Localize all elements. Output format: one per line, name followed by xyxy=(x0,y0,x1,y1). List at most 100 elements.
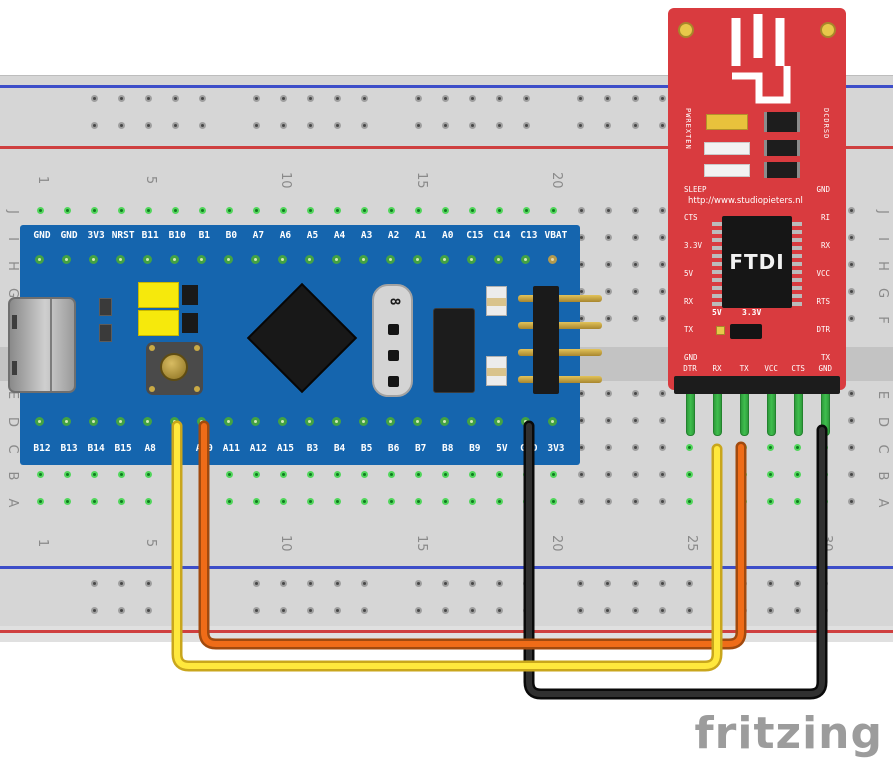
ftdi-pin-label-right: DTR xyxy=(816,325,830,334)
breadboard-hole xyxy=(442,497,450,505)
ftdi-pin-label-right: RTS xyxy=(816,297,830,306)
breadboard-hole xyxy=(604,389,612,397)
breadboard-rail-hole xyxy=(333,121,341,129)
breadboard-hole xyxy=(90,470,98,478)
breadboard-hole xyxy=(658,287,666,295)
stm32-pin-label-top: 3V3 xyxy=(87,230,105,241)
breadboard-hole xyxy=(848,233,855,241)
breadboard-hole xyxy=(631,389,639,397)
breadboard-hole xyxy=(766,470,774,478)
breadboard-rail-hole xyxy=(333,579,341,587)
row-letter: G xyxy=(875,287,890,299)
voltage-jumper-block xyxy=(730,324,762,339)
column-number-bottom: 20 xyxy=(548,535,564,552)
breadboard-hole xyxy=(442,206,450,214)
breadboard-hole xyxy=(198,206,206,214)
breadboard-hole xyxy=(658,206,666,214)
stm32-pin-top xyxy=(359,255,369,264)
breadboard-rail-hole xyxy=(333,94,341,102)
breadboard-rail-hole xyxy=(144,579,152,587)
smd-part xyxy=(99,298,112,316)
breadboard-rail-hole xyxy=(658,94,666,102)
breadboard-hole xyxy=(685,443,693,451)
breadboard-rail-hole xyxy=(577,606,585,614)
row-letter: B xyxy=(5,471,20,481)
breadboard-hole xyxy=(631,206,639,214)
stm32-pin-top xyxy=(386,255,396,264)
column-number-bottom: 1 xyxy=(35,538,50,548)
row-letter: H xyxy=(875,261,890,271)
breadboard-rail-hole xyxy=(496,121,504,129)
ftdi-pin-label-left: 5V xyxy=(684,269,694,278)
stm32-pin-top xyxy=(305,255,314,264)
stm32-pin-bottom xyxy=(467,417,477,426)
breadboard-hole xyxy=(793,470,801,478)
column-number-bottom: 10 xyxy=(278,535,294,552)
breadboard-hole xyxy=(415,470,423,478)
capacitor xyxy=(486,286,507,316)
breadboard-hole xyxy=(496,497,504,505)
breadboard-hole xyxy=(848,206,855,214)
stm32-pin-label-top: C14 xyxy=(493,230,511,241)
breadboard-rail-hole xyxy=(442,94,450,102)
breadboard-rail-hole xyxy=(198,606,206,614)
stm32-pin-top xyxy=(196,255,206,264)
breadboard-rail-hole xyxy=(793,579,801,587)
ftdi-vertical-label-right: DCDRSD xyxy=(822,108,830,140)
breadboard-hole xyxy=(225,470,233,478)
row-letter: C xyxy=(875,444,890,454)
breadboard-hole xyxy=(820,443,828,451)
column-number-top: 15 xyxy=(413,172,429,189)
stm32-pin-top xyxy=(521,255,531,264)
breadboard-rail-hole xyxy=(171,606,179,614)
breadboard-hole xyxy=(496,206,504,214)
breadboard-rail-hole xyxy=(144,121,152,129)
stm32-pin-bottom xyxy=(332,417,342,426)
header-pin-gold xyxy=(518,376,602,383)
breadboard-hole xyxy=(496,470,504,478)
boot-jumper xyxy=(138,282,179,308)
breadboard-hole xyxy=(712,497,720,505)
stm32-pin-label-bottom: B12 xyxy=(33,443,51,454)
breadboard-rail-hole xyxy=(306,94,314,102)
breadboard-hole xyxy=(604,497,612,505)
ftdi-header-label: GND xyxy=(818,364,833,373)
usb-slot xyxy=(12,315,17,329)
breadboard-rail-hole xyxy=(198,121,206,129)
breadboard-hole xyxy=(252,497,260,505)
breadboard-hole xyxy=(144,206,152,214)
power-rail-line-blue-bottom xyxy=(0,566,893,569)
breadboard-hole xyxy=(117,206,125,214)
smd-yellow xyxy=(706,114,748,130)
breadboard-hole xyxy=(766,497,774,505)
breadboard-hole xyxy=(685,497,693,505)
breadboard-rail-hole xyxy=(469,579,477,587)
breadboard-rail-hole xyxy=(171,121,179,129)
column-number-top: 5 xyxy=(143,175,159,185)
breadboard-hole xyxy=(307,470,314,478)
breadboard-hole xyxy=(361,470,369,478)
stm32-pin-label-bottom: A11 xyxy=(222,443,240,454)
mounting-pad xyxy=(820,22,836,38)
breadboard-hole xyxy=(604,260,612,268)
breadboard-hole xyxy=(279,497,287,505)
stm32-pin-bottom xyxy=(196,417,206,426)
breadboard-hole xyxy=(604,233,612,241)
breadboard-rail-hole xyxy=(252,579,260,587)
smd-part xyxy=(99,324,112,342)
breadboard-rail-hole xyxy=(415,606,423,614)
stm32-pin-label-bottom: B15 xyxy=(114,443,132,454)
ftdi-pin-label-left: GND xyxy=(684,353,698,362)
breadboard-hole xyxy=(658,260,666,268)
stm32-pin-bottom xyxy=(223,417,233,426)
breadboard-rail-hole xyxy=(820,579,828,587)
breadboard-hole xyxy=(848,416,855,424)
row-letter: A xyxy=(5,498,20,508)
stm32-pin-label-top: A6 xyxy=(279,230,292,241)
row-letter: H xyxy=(5,261,20,271)
stm32-pin-top xyxy=(494,255,504,264)
breadboard-hole xyxy=(63,470,71,478)
ftdi-pin-label-right: VCC xyxy=(816,269,830,278)
capacitor-stripe xyxy=(487,368,506,376)
